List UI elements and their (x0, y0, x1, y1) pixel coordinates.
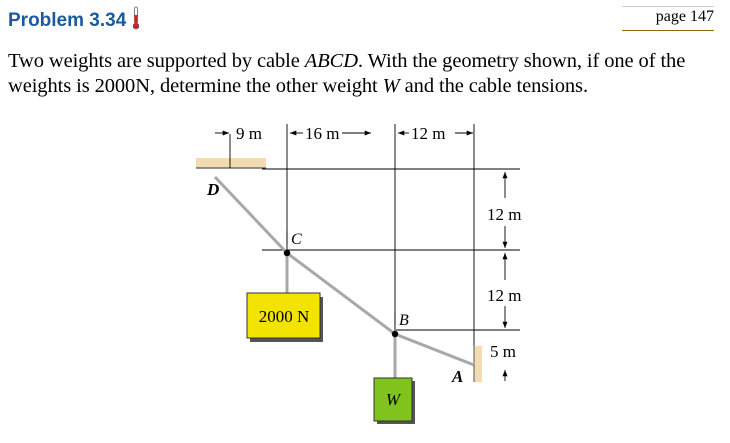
label-a: A (451, 367, 463, 386)
statement-text-2: . With the geometry shown, if one of the… (8, 50, 686, 97)
statement-text-3: and the cable tensions. (399, 75, 588, 97)
problem-title-text: Problem 3.34 (8, 10, 127, 31)
label-b: B (399, 312, 409, 329)
label-d: D (206, 180, 219, 199)
weight-symbol: W (382, 75, 400, 97)
problem-statement: Two weights are supported by cable ABCD.… (8, 49, 723, 99)
joint-b (391, 330, 399, 338)
page-reference: page 147 (622, 8, 714, 31)
joint-c (283, 249, 291, 257)
reference-lines (229, 124, 520, 350)
header-rule-top (622, 6, 714, 7)
problem-title: Problem 3.34 (8, 6, 140, 36)
wall-support (474, 346, 482, 382)
dim-12m-upper: 12 m (487, 205, 521, 224)
label-c: C (291, 231, 302, 248)
dim-16m: 16 m (305, 124, 339, 143)
dim-12m-lower: 12 m (487, 286, 521, 305)
dim-9m: 9 m (236, 124, 262, 143)
dim-12m-horizontal: 12 m (411, 124, 445, 143)
cable-abcd (213, 175, 475, 367)
cable-name: ABCD (304, 50, 358, 72)
thermometer-icon (132, 6, 140, 36)
unknown-weight-block (373, 377, 413, 422)
statement-text-1: Two weights are supported by cable (8, 50, 305, 72)
ceiling-support (196, 158, 266, 168)
known-weight-block (246, 292, 321, 339)
known-weight-label: 2000 N (259, 307, 310, 326)
dim-5m: 5 m (490, 342, 516, 361)
unknown-weight-label: W (386, 390, 402, 409)
